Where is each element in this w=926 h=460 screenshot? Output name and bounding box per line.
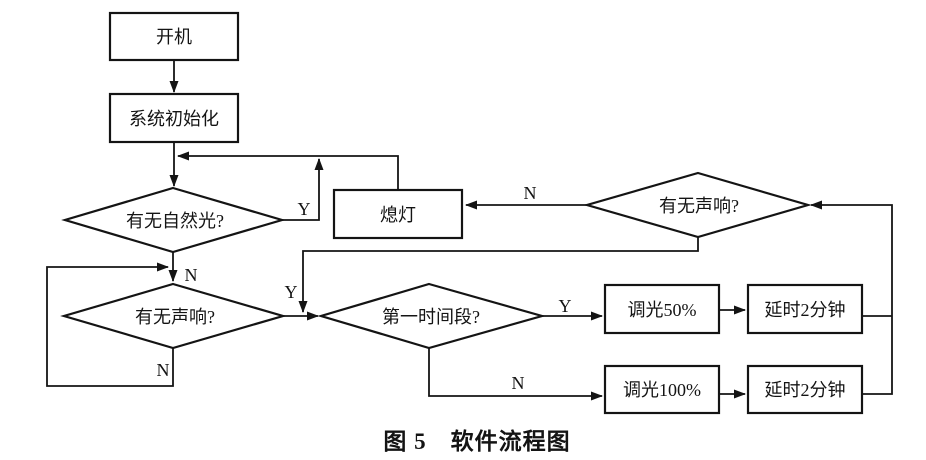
flow-node-dim-50: 调光50% — [603, 283, 721, 335]
flow-node-sound-right: 有无声响? — [583, 171, 812, 239]
flow-node-dim-100: 调光100% — [603, 364, 721, 415]
branch-labels: Y N Y N N Y N — [157, 183, 572, 393]
flow-node-system-init: 系统初始化 — [108, 92, 240, 144]
branch-label-first-period-yes: Y — [559, 296, 572, 316]
process-box — [332, 188, 464, 240]
node-label: 熄灯 — [380, 205, 416, 225]
edge-first-period-no — [428, 348, 603, 401]
process-box — [746, 283, 864, 335]
flow-node-sound-left: 有无声响? — [60, 282, 287, 350]
node-label: 调光50% — [628, 300, 697, 320]
flow-node-natural-light: 有无自然光? — [61, 186, 286, 254]
branch-label-sound-left-yes: Y — [285, 282, 298, 302]
branch-label-sound-left-no: N — [157, 360, 170, 380]
process-box — [108, 11, 240, 62]
edge-delay-bottom-return — [810, 200, 893, 395]
node-label: 延时2分钟 — [765, 300, 846, 320]
node-label: 有无自然光? — [126, 211, 224, 231]
edge-lights-off-feedback — [177, 151, 399, 190]
process-box — [603, 283, 721, 335]
edge-sound-left-no-loop — [46, 262, 174, 387]
flow-node-first-period: 第一时间段? — [317, 282, 547, 350]
node-label: 系统初始化 — [129, 109, 219, 129]
flow-node-lights-off: 熄灯 — [332, 188, 464, 240]
figure-caption: 图 5 软件流程图 — [383, 428, 570, 454]
node-label: 第一时间段? — [382, 307, 480, 327]
process-box — [746, 364, 864, 415]
process-box — [603, 364, 721, 415]
flow-edges — [46, 60, 893, 401]
decision-diamond — [60, 282, 287, 350]
node-label: 有无声响? — [659, 196, 739, 216]
flow-node-delay-after-50: 延时2分钟 — [746, 283, 864, 335]
decision-diamond — [317, 282, 547, 350]
decision-diamond — [61, 186, 286, 254]
node-label: 有无声响? — [135, 307, 215, 327]
flow-node-delay-after-100: 延时2分钟 — [746, 364, 864, 415]
node-label: 延时2分钟 — [765, 380, 846, 400]
decision-diamond — [583, 171, 812, 239]
branch-label-natural-light-no: N — [185, 265, 198, 285]
branch-label-first-period-no: N — [512, 373, 525, 393]
process-box — [108, 92, 240, 144]
edge-sound-right-yes — [298, 237, 699, 313]
branch-label-natural-light-yes: Y — [298, 199, 311, 219]
flow-node-power-on: 开机 — [108, 11, 240, 62]
node-label: 开机 — [156, 27, 192, 47]
branch-label-sound-right-no: N — [524, 183, 537, 203]
node-label: 调光100% — [623, 380, 701, 400]
edge-natural-light-yes — [282, 158, 324, 221]
